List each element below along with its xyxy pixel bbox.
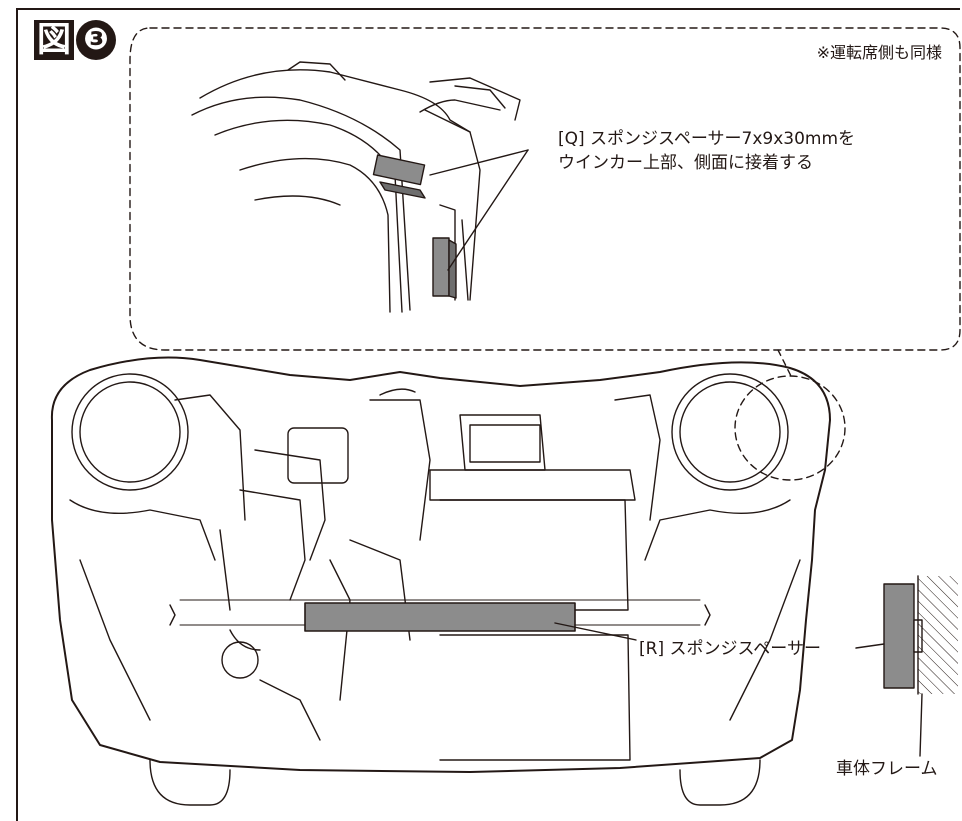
detail-illustration — [191, 61, 529, 313]
r-spacer-bar — [304, 602, 576, 632]
note-driver-side-same: ※運転席側も同様 — [816, 43, 942, 62]
vehicle-front — [50, 356, 831, 806]
r-spacer-label: [R] スポンジスペーサー — [639, 639, 821, 659]
r-leader-line — [554, 622, 637, 641]
section-detail — [855, 575, 958, 757]
body-frame-label: 車体フレーム — [836, 759, 938, 779]
figure-badge: 図 ❸ — [34, 20, 116, 60]
q-instruction-line2: ウインカー上部、側面に接着する — [558, 153, 813, 173]
callout-connector — [777, 349, 793, 379]
callout-bubble — [129, 27, 961, 351]
detail-circle — [734, 375, 846, 481]
figure-label-number: ❸ — [76, 20, 116, 60]
figure-label-kanji: 図 — [34, 20, 74, 60]
q-instruction-line1: [Q] スポンジスペーサー7x9x30mmを — [558, 129, 856, 149]
figure-frame — [16, 8, 960, 821]
